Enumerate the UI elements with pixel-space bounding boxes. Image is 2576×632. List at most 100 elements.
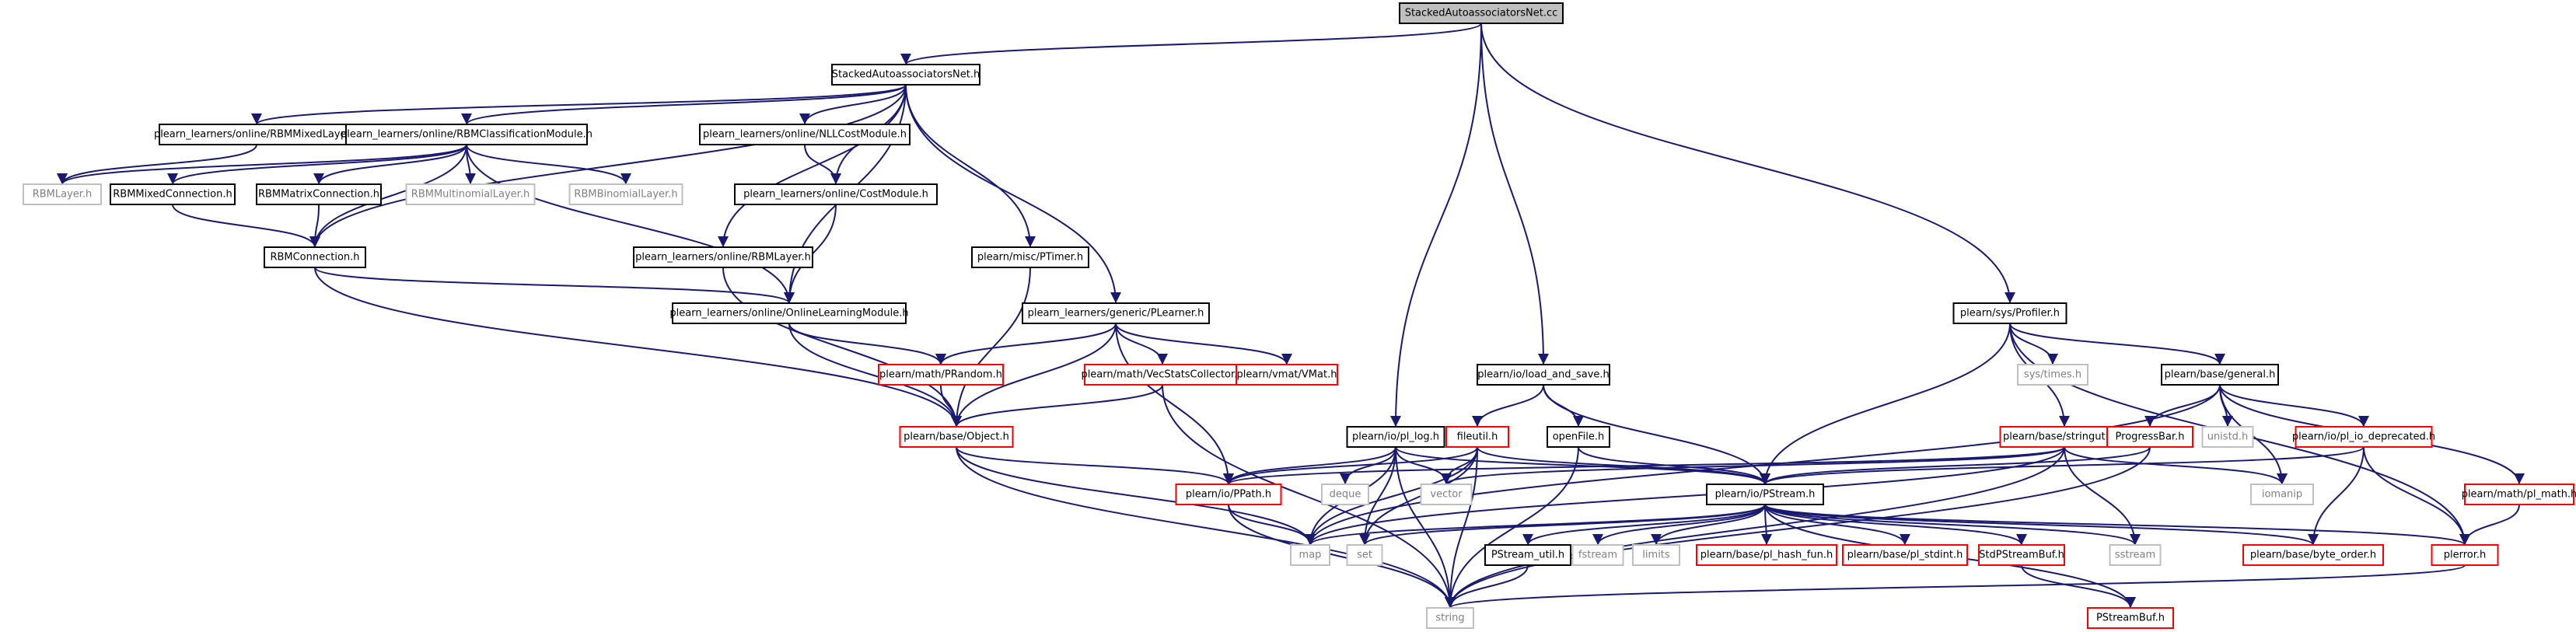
node-label: openFile.h: [1553, 431, 1605, 443]
edge-general-to-pl_io_dep: [2219, 384, 2369, 428]
edge-pstream-to-limits: [1651, 504, 1766, 546]
node-pl_log[interactable]: plearn/io/pl_log.h: [1346, 426, 1445, 448]
node-vmat[interactable]: plearn/vmat/VMat.h: [1236, 364, 1338, 386]
node-nllcost[interactable]: plearn_learners/online/NLLCostModule.h: [699, 124, 911, 145]
node-plerror[interactable]: plerror.h: [2431, 544, 2499, 566]
node-label: sys/times.h: [2024, 369, 2081, 381]
node-box: [2109, 544, 2162, 566]
edge-nllcost-to-costmodule: [804, 144, 841, 185]
node-box: [2464, 484, 2574, 505]
node-rbmclass[interactable]: plearn_learners/online/RBMClassification…: [341, 124, 592, 145]
edge-rbmclass-to-rbmmixedconn: [167, 144, 467, 185]
node-box: [1978, 544, 2065, 566]
node-label: PStream_util.h: [1491, 550, 1564, 561]
node-unistd: unistd.h: [2201, 426, 2254, 448]
node-fileutil[interactable]: fileutil.h: [1445, 426, 1509, 448]
node-vecstats[interactable]: plearn/math/VecStatsCollector.h: [1081, 364, 1244, 386]
edge-loadsave-to-fileutil: [1472, 384, 1544, 428]
node-rbmmixedlayer[interactable]: plearn_learners/online/RBMMixedLayer.h: [154, 124, 359, 145]
edge-pstream-to-pstream_util: [1522, 504, 1766, 546]
edge-plearner-to-vmat: [1115, 323, 1292, 365]
node-label: plearn/io/pl_io_deprecated.h: [2292, 431, 2435, 443]
edge-pstream-to-pl_hash_fun: [1760, 504, 1772, 546]
edge-stringutils-to-map: [1305, 446, 2065, 546]
node-box: [1321, 484, 1369, 505]
node-box: [672, 302, 907, 324]
node-object[interactable]: plearn/base/Object.h: [899, 426, 1014, 448]
node-label: plearn/base/general.h: [2165, 369, 2276, 381]
node-san_h[interactable]: StackedAutoassociatorsNet.h: [831, 64, 980, 86]
node-deque: deque: [1321, 484, 1369, 505]
node-pl_io_dep[interactable]: plearn/io/pl_io_deprecated.h: [2292, 426, 2435, 448]
edge-progressbar-to-string: [1445, 446, 2151, 609]
edge-san_h-to-rbmmixedlayer: [251, 84, 907, 125]
node-label: plearn/base/pl_stdint.h: [1847, 550, 1963, 561]
node-box: [264, 246, 366, 268]
node-string: string: [1426, 607, 1474, 629]
node-limits: limits: [1632, 544, 1680, 566]
node-costmodule[interactable]: plearn_learners/online/CostModule.h: [734, 183, 938, 205]
edge-stringutils-to-sstream: [2064, 446, 2141, 546]
node-pl_stdint[interactable]: plearn/base/pl_stdint.h: [1842, 544, 1968, 566]
edge-stringutils-to-vector: [1441, 446, 2065, 485]
node-ptimer[interactable]: plearn/misc/PTimer.h: [971, 246, 1089, 268]
edge-pl_log-to-deque: [1340, 446, 1396, 485]
node-pstream[interactable]: plearn/io/PStream.h: [1706, 484, 1824, 505]
node-pstream_util[interactable]: PStream_util.h: [1484, 544, 1571, 566]
node-loadsave[interactable]: plearn/io/load_and_save.h: [1477, 364, 1610, 386]
edge-object-to-string: [956, 446, 1456, 609]
node-pl_hash_fun[interactable]: plearn/base/pl_hash_fun.h: [1696, 544, 1837, 566]
node-label: plearn/base/stringutils.h: [2003, 431, 2126, 443]
node-label: plearn/sys/Profiler.h: [1960, 308, 2060, 319]
node-box: [2017, 364, 2088, 386]
node-label: plearn/misc/PTimer.h: [977, 252, 1083, 264]
node-box: [2087, 607, 2174, 629]
node-label: plearn/base/Object.h: [904, 431, 1009, 443]
edge-rbmmixedconn-to-rbmconn: [172, 204, 320, 248]
node-iomanip: iomanip: [2250, 484, 2314, 505]
node-box: [1399, 2, 1564, 24]
edge-pstream-to-byte_order: [1764, 504, 2319, 546]
node-general[interactable]: plearn/base/general.h: [2161, 364, 2279, 386]
edge-pl_io_dep-to-byte_order: [2308, 446, 2365, 546]
node-rbmmixedconn[interactable]: RBMMixedConnection.h: [110, 183, 236, 205]
edge-pl_math-to-plerror: [2459, 504, 2520, 546]
node-label: StackedAutoassociatorsNet.cc: [1405, 8, 1558, 19]
node-label: plearn_learners/online/CostModule.h: [743, 189, 928, 201]
node-rbmmatrixconn[interactable]: RBMMatrixConnection.h: [256, 183, 382, 205]
edge-plearner-to-vecstats: [1115, 323, 1168, 365]
node-box: [110, 183, 236, 205]
edge-pstream-to-set: [1359, 504, 1766, 546]
node-openfile[interactable]: openFile.h: [1547, 426, 1610, 448]
node-label: plearn/math/VecStatsCollector.h: [1081, 369, 1243, 381]
edge-stringutils-to-ppath: [1223, 446, 2065, 485]
node-box: [1346, 544, 1383, 566]
node-label: fstream: [1578, 550, 1617, 561]
edge-fileutil-to-map: [1305, 446, 1478, 546]
node-box: [1022, 302, 1210, 324]
node-onlinelearning[interactable]: plearn_learners/online/OnlineLearningMod…: [669, 302, 909, 324]
node-plearner[interactable]: plearn_learners/generic/PLearner.h: [1022, 302, 1210, 324]
node-label: plearn_learners/online/OnlineLearningMod…: [669, 308, 908, 319]
node-box: [2431, 544, 2499, 566]
node-byte_order[interactable]: plearn/base/byte_order.h: [2242, 544, 2384, 566]
node-profiler[interactable]: plearn/sys/Profiler.h: [1952, 302, 2067, 324]
node-box: [899, 426, 1014, 448]
node-pl_math[interactable]: plearn/math/pl_math.h: [2462, 484, 2576, 505]
node-label: ProgressBar.h: [2116, 431, 2185, 443]
edge-pl_io_dep-to-pstream: [1760, 446, 2365, 485]
edge-root-to-loadsave: [1480, 23, 1549, 365]
node-ppath[interactable]: plearn/io/PPath.h: [1175, 484, 1282, 505]
node-box: [831, 64, 980, 86]
edge-vecstats-to-string: [1162, 384, 1456, 609]
node-box: [2201, 426, 2254, 448]
node-vector: vector: [1420, 484, 1473, 505]
node-progressbar[interactable]: ProgressBar.h: [2106, 426, 2193, 448]
node-prandom[interactable]: plearn/math/PRandom.h: [878, 364, 1004, 386]
node-rbmconn[interactable]: RBMConnection.h: [264, 246, 366, 268]
node-root[interactable]: StackedAutoassociatorsNet.cc: [1399, 2, 1564, 24]
node-stdpstreambuf[interactable]: StdPStreamBuf.h: [1978, 544, 2065, 566]
node-onlrbmlayer[interactable]: plearn_learners/online/RBMLayer.h: [633, 246, 813, 268]
node-pstreambuf[interactable]: PStreamBuf.h: [2087, 607, 2174, 629]
edge-prandom-to-object: [940, 384, 962, 428]
